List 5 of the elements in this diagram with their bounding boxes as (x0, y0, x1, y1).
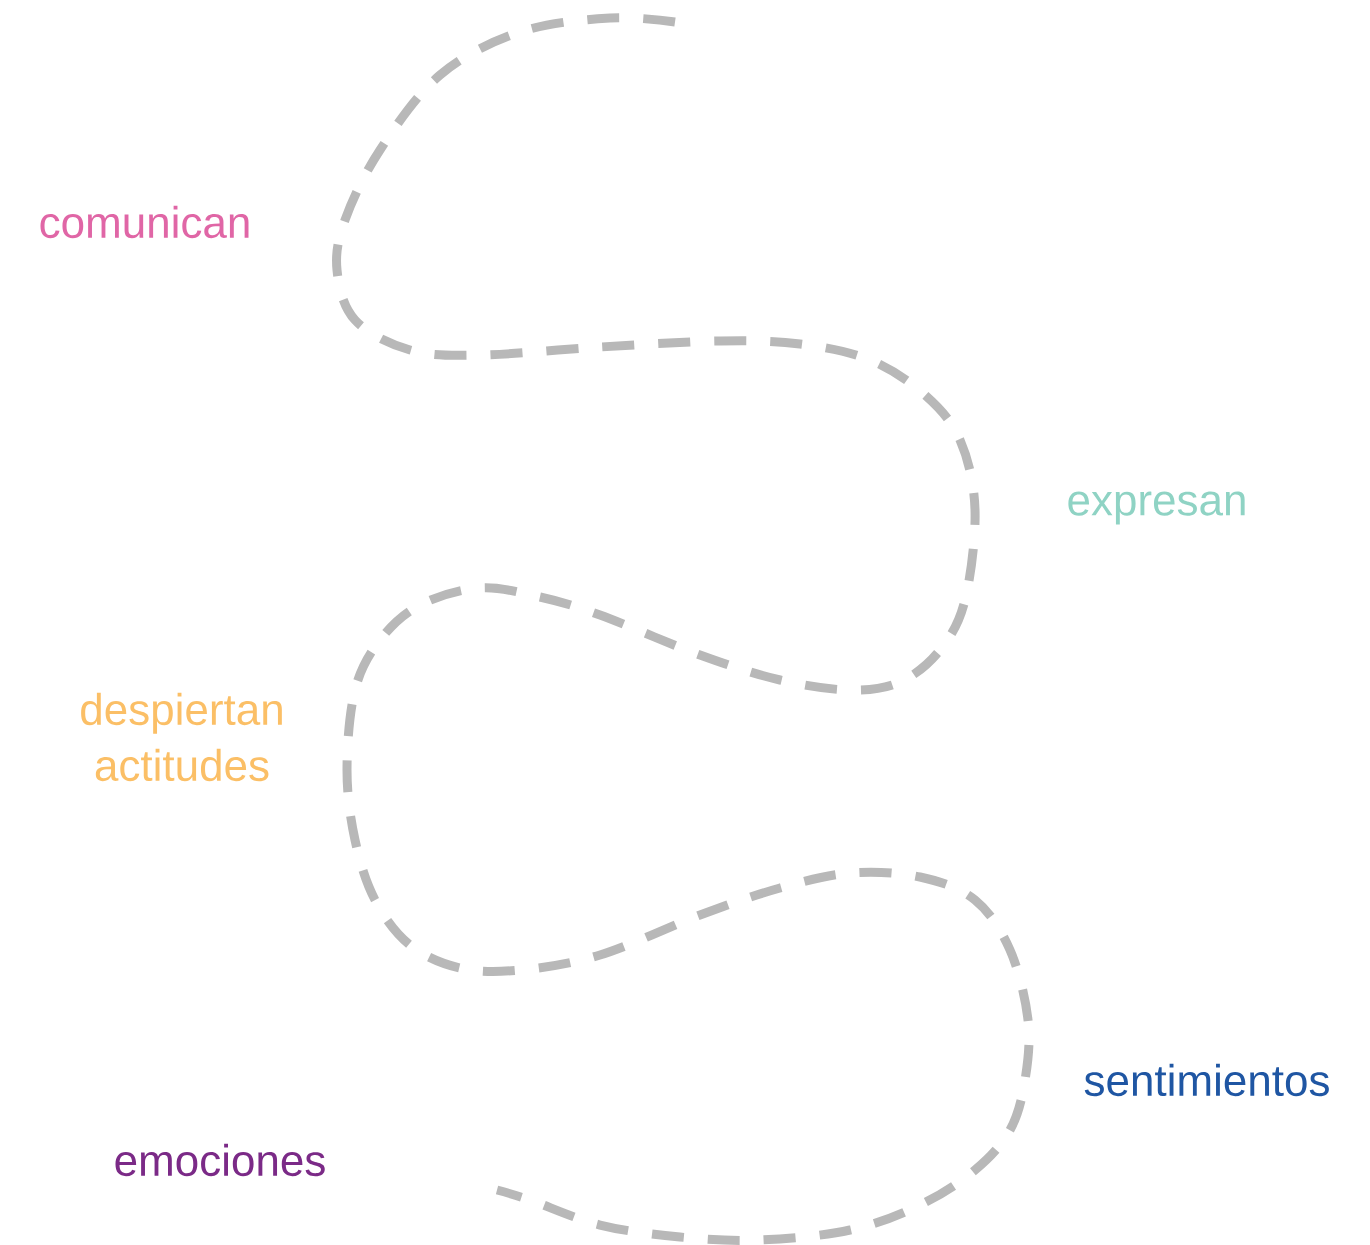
word-label: emociones (115, 1143, 325, 1177)
word-label: sentimientos (1084, 1063, 1329, 1097)
word-label: expresan (1068, 491, 1245, 525)
word-label: despiertan actitudes (81, 692, 282, 782)
word-label: comunican (40, 205, 249, 239)
